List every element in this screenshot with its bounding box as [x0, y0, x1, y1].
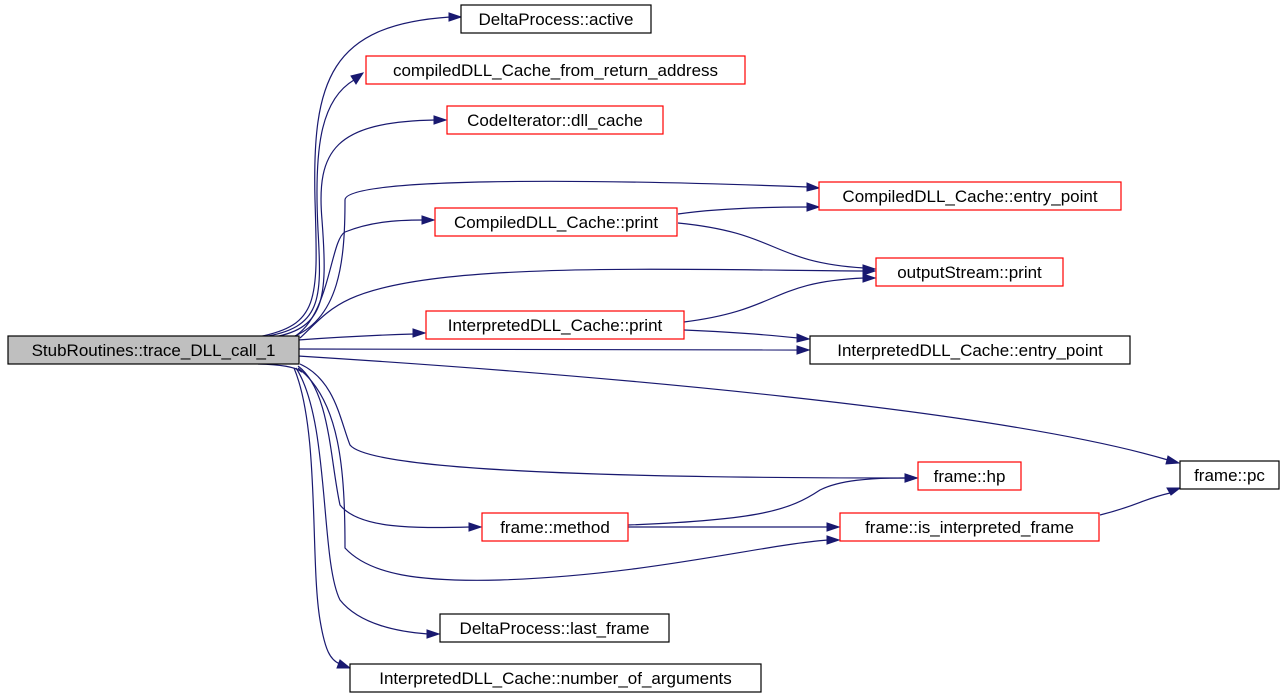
- node-label: InterpretedDLL_Cache::entry_point: [837, 341, 1103, 360]
- edge-root-to-interp-num-args: [293, 367, 352, 669]
- edge-root-to-interp-print: [297, 328, 427, 341]
- edge-root-to-compiled-from-ra: [261, 72, 365, 338]
- edge-root-to-output-print: [299, 266, 877, 339]
- node-stubroutines-trace-dll-call-1[interactable]: StubRoutines::trace_DLL_call_1: [7, 335, 300, 365]
- edge-root-to-compiled-entry: [289, 180, 821, 339]
- node-label: frame::method: [500, 518, 610, 537]
- node-label: compiledDLL_Cache_from_return_address: [393, 61, 718, 80]
- node-deltaprocess-last-frame[interactable]: DeltaProcess::last_frame: [439, 613, 670, 643]
- node-compileddll-cache-print[interactable]: CompiledDLL_Cache::print: [434, 207, 678, 237]
- edge-compiled-print-to-compiled-entry: [677, 202, 821, 215]
- node-codeiterator-dll-cache[interactable]: CodeIterator::dll_cache: [446, 105, 664, 135]
- node-label: frame::hp: [934, 467, 1006, 486]
- node-label: outputStream::print: [897, 263, 1042, 282]
- node-outputstream-print[interactable]: outputStream::print: [875, 257, 1064, 287]
- node-label: StubRoutines::trace_DLL_call_1: [32, 341, 276, 360]
- node-label: CompiledDLL_Cache::print: [454, 213, 658, 232]
- node-interpreteddll-cache-entry-point[interactable]: InterpretedDLL_Cache::entry_point: [809, 335, 1131, 365]
- edge-interp-print-to-output-print: [683, 273, 877, 323]
- node-interpreteddll-cache-number-of-arguments[interactable]: InterpretedDLL_Cache::number_of_argument…: [349, 663, 762, 693]
- edge-frame-method-to-frame-is-interp: [628, 522, 841, 532]
- node-compileddll-cache-entry-point[interactable]: CompiledDLL_Cache::entry_point: [818, 181, 1122, 211]
- node-label: CodeIterator::dll_cache: [467, 111, 643, 130]
- edge-frame-is-interp-to-frame-pc: [1099, 487, 1182, 516]
- edge-interp-print-to-interp-entry: [683, 329, 811, 343]
- node-label: DeltaProcess::last_frame: [460, 619, 650, 638]
- edge-root-to-frame-is-interp: [297, 367, 841, 581]
- node-frame-pc[interactable]: frame::pc: [1179, 460, 1280, 490]
- edge-compiled-print-to-output-print: [677, 222, 877, 274]
- node-frame-is-interpreted-frame[interactable]: frame::is_interpreted_frame: [839, 512, 1100, 542]
- edge-root-to-code-iter-dll: [267, 115, 448, 339]
- node-frame-hp[interactable]: frame::hp: [917, 461, 1022, 491]
- node-compileddll-cache-from-return-address[interactable]: compiledDLL_Cache_from_return_address: [365, 55, 746, 85]
- node-label: InterpretedDLL_Cache::number_of_argument…: [379, 669, 732, 688]
- node-interpreteddll-cache-print[interactable]: InterpretedDLL_Cache::print: [425, 310, 685, 340]
- node-label: DeltaProcess::active: [479, 10, 634, 29]
- edge-root-to-interp-entry: [297, 345, 811, 355]
- node-label: InterpretedDLL_Cache::print: [448, 316, 663, 335]
- node-label: frame::pc: [1194, 466, 1265, 485]
- edge-root-to-delta-last-frame: [295, 367, 441, 639]
- edge-root-to-frame-method: [297, 365, 483, 532]
- edge-root-to-delta-active: [257, 12, 463, 338]
- edge-frame-method-to-frame-hp: [627, 473, 919, 526]
- edge-root-to-frame-hp: [299, 363, 919, 483]
- node-frame-method[interactable]: frame::method: [481, 512, 629, 542]
- edge-root-to-compiled-print: [291, 215, 436, 339]
- node-label: CompiledDLL_Cache::entry_point: [842, 187, 1097, 206]
- node-label: frame::is_interpreted_frame: [865, 518, 1074, 537]
- node-deltaprocess-active[interactable]: DeltaProcess::active: [460, 4, 652, 34]
- edge-root-to-frame-pc: [297, 355, 1181, 465]
